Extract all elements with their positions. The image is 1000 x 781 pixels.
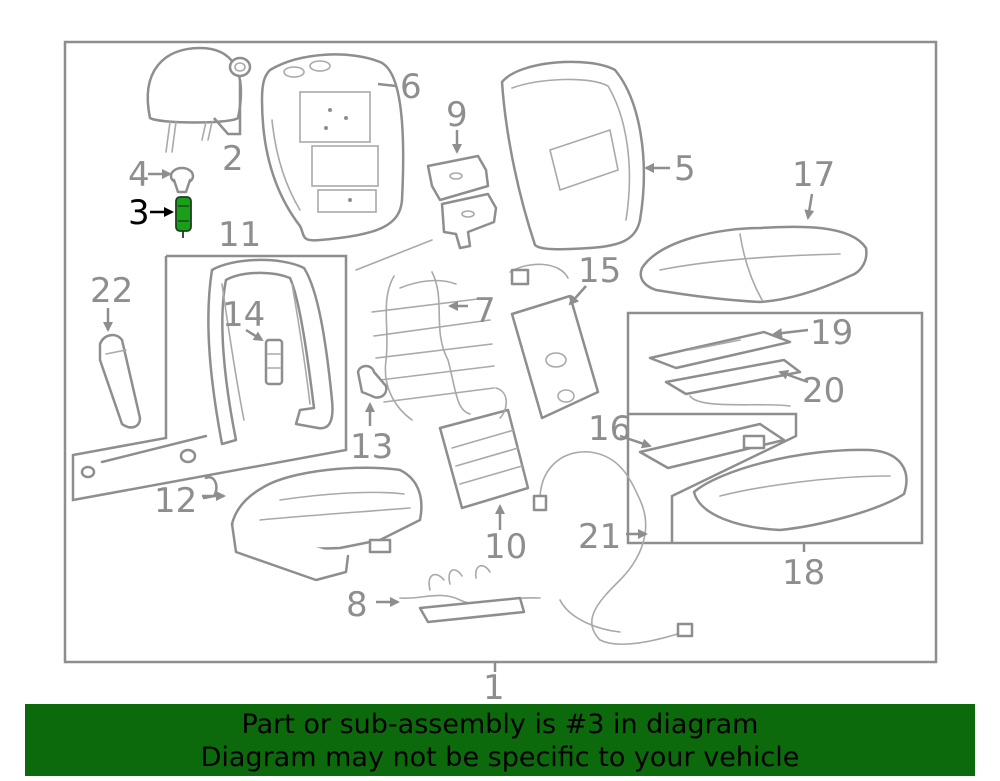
seatback-cover bbox=[500, 60, 646, 251]
wiring-harness bbox=[532, 451, 694, 645]
cushion-heater-pad bbox=[638, 422, 786, 470]
seatback-frame bbox=[207, 258, 334, 446]
cushion-sub-box-16 bbox=[628, 412, 798, 543]
callout-15: 15 bbox=[578, 251, 621, 291]
heater-mat-19 bbox=[648, 330, 792, 370]
callout-12: 12 bbox=[154, 481, 197, 521]
callout-6: 6 bbox=[400, 67, 422, 107]
cushion-cover bbox=[639, 225, 868, 304]
callout-22: 22 bbox=[90, 271, 133, 311]
callout-19: 19 bbox=[810, 313, 853, 353]
seatback-rear-panel bbox=[260, 53, 405, 242]
callout-2: 2 bbox=[222, 139, 244, 179]
assembly-frame bbox=[63, 40, 938, 664]
callout-16: 16 bbox=[588, 409, 631, 449]
side-trim-panel bbox=[98, 333, 142, 429]
callout-21: 21 bbox=[578, 517, 621, 557]
callout-11: 11 bbox=[218, 215, 261, 255]
callout-7: 7 bbox=[474, 291, 496, 331]
highlighted-part-3 bbox=[175, 196, 192, 238]
callout-1: 1 bbox=[483, 668, 505, 700]
callout-14: 14 bbox=[222, 295, 265, 335]
cushion-group-box-18 bbox=[626, 311, 924, 545]
callout-18: 18 bbox=[782, 553, 825, 593]
headrest-part bbox=[146, 46, 243, 153]
lower-harness bbox=[399, 565, 541, 624]
callout-3: 3 bbox=[128, 193, 150, 233]
guide-cap-part bbox=[228, 56, 252, 78]
heater-mat-20 bbox=[664, 358, 802, 407]
back-spring-mat bbox=[355, 239, 495, 421]
callout-5: 5 bbox=[674, 149, 696, 189]
cushion-pad bbox=[692, 448, 908, 532]
banner-line-part: Part or sub-assembly is #3 in diagram bbox=[241, 709, 759, 740]
banner-line-disclaimer: Diagram may not be specific to your vehi… bbox=[200, 742, 800, 773]
seat-parts-diagram: 1 2 3 4 5 6 7 8 9 10 11 12 13 14 15 16 1… bbox=[63, 40, 938, 700]
recliner-actuator bbox=[264, 338, 284, 386]
callout-4: 4 bbox=[128, 155, 150, 195]
seat-base-frame bbox=[230, 466, 423, 582]
callout-9: 9 bbox=[446, 95, 468, 135]
callout-13: 13 bbox=[350, 427, 393, 467]
callout-17: 17 bbox=[792, 155, 835, 195]
headrest-guide-part bbox=[169, 166, 195, 194]
bracket-13 bbox=[356, 364, 388, 399]
frame-group-box-11 bbox=[71, 254, 348, 502]
callout-8: 8 bbox=[346, 585, 368, 625]
info-banner: Part or sub-assembly is #3 in diagram Di… bbox=[25, 704, 975, 776]
lumbar-blower bbox=[438, 387, 530, 510]
lumbar-bracket bbox=[426, 154, 498, 250]
callout-20: 20 bbox=[802, 371, 845, 411]
callout-10: 10 bbox=[484, 527, 527, 567]
rear-trim-board bbox=[509, 263, 600, 420]
